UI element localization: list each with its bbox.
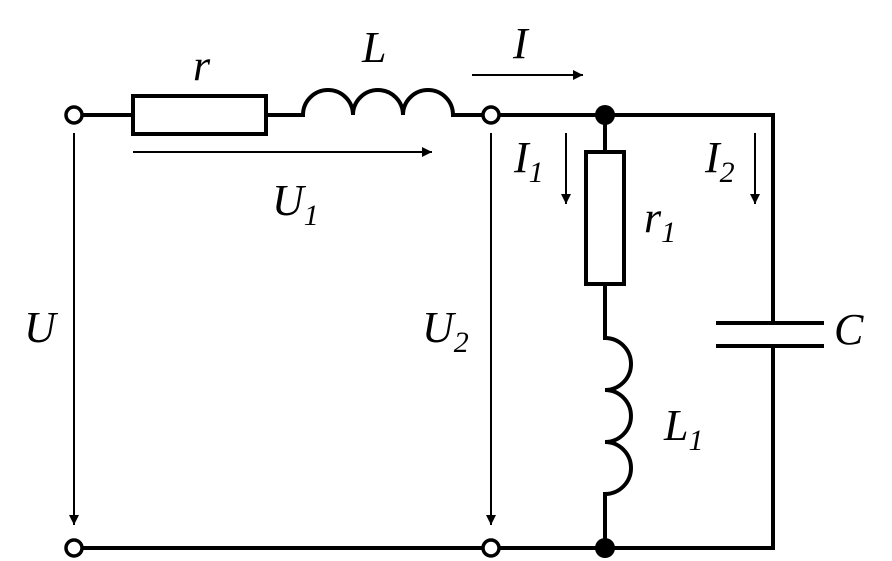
terminal-bottom-mid (481, 538, 501, 558)
resistor-r1 (584, 150, 626, 286)
label-U1: U1 (272, 176, 319, 232)
label-r1: r1 (644, 193, 676, 249)
resistor-r (131, 94, 268, 136)
label-U: U (24, 303, 59, 352)
node-bottom (595, 538, 615, 558)
label-U2: U2 (422, 303, 469, 359)
label-L1: L1 (663, 401, 703, 457)
inductor-L (298, 88, 485, 117)
label-I1: I1 (513, 133, 544, 189)
label-C: C (834, 305, 864, 354)
label-r: r (193, 41, 211, 90)
label-I2: I2 (704, 133, 735, 189)
node-top (595, 105, 615, 125)
terminal-top-mid (481, 105, 501, 125)
label-L: L (361, 23, 386, 72)
terminal-bottom-left (64, 538, 84, 558)
label-I: I (512, 19, 530, 68)
inductor-L1 (602, 335, 633, 497)
terminal-top-left (64, 105, 84, 125)
